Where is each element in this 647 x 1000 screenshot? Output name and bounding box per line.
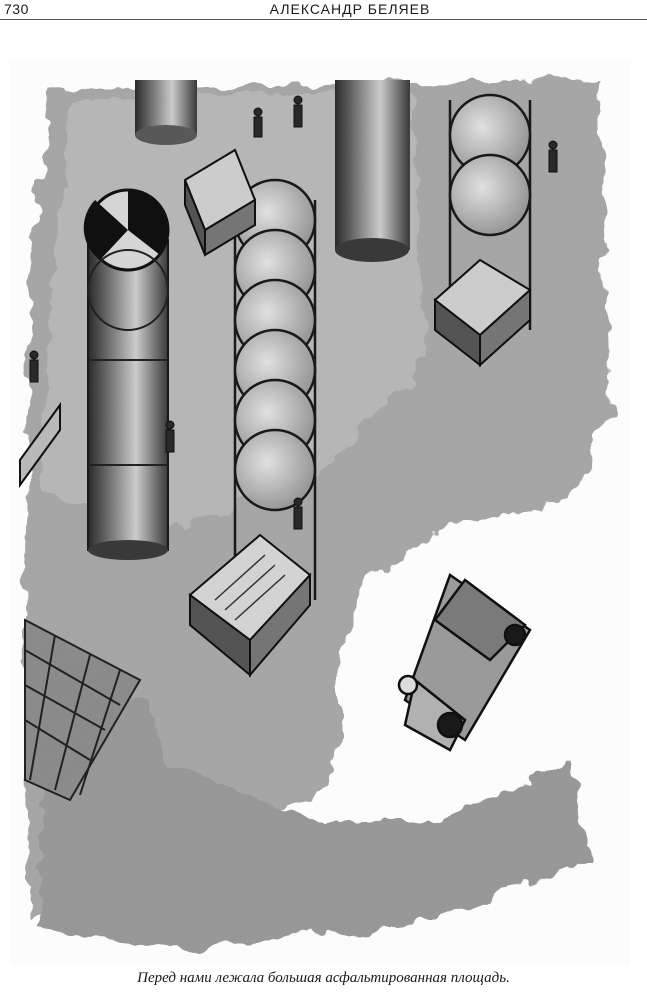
- illustration: [10, 60, 630, 965]
- header-rule: [0, 19, 647, 20]
- page-number: 730: [4, 1, 29, 17]
- illustration-caption: Перед нами лежала большая асфальтированн…: [137, 970, 510, 986]
- running-head: АЛЕКСАНДР БЕЛЯЕВ: [269, 1, 431, 17]
- page-header: 730 АЛЕКСАНДР БЕЛЯЕВ: [0, 0, 647, 22]
